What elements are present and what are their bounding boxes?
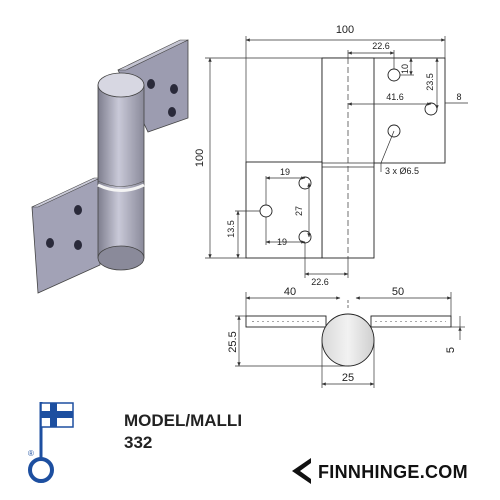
model-info: MODEL/MALLI 332 (124, 410, 242, 454)
lower-leaf-hole-icon (74, 205, 82, 215)
upper-leaf-hole-icon (147, 79, 155, 89)
dim-knuckle-diameter: 25 (342, 372, 354, 384)
upper-leaf-hole-icon (170, 84, 178, 94)
dim-hole-edge: 8 (456, 92, 461, 102)
hinge-3d-illustration (31, 39, 189, 294)
hole-icon (259, 204, 273, 218)
registered-mark: ® (28, 449, 34, 458)
brand-name: FINNHINGE.COM (318, 462, 468, 482)
lower-leaf (31, 177, 101, 294)
lower-leaf-hole-icon (74, 240, 82, 250)
top-view: 40 50 25.5 5 25 (227, 286, 465, 388)
dim-knuckle-height: 25.5 (227, 331, 239, 352)
upper-leaf-hole-icon (168, 107, 176, 117)
dim-lower-hole-top: 19 (280, 167, 290, 177)
hole-icon (424, 102, 438, 116)
dim-leaf-right: 50 (392, 286, 404, 298)
dim-hole-x-offset: 22.6 (372, 41, 390, 51)
dim-overall-width: 100 (336, 24, 354, 36)
top-left-leaf (245, 315, 327, 328)
dim-lower-offset: 22.6 (311, 277, 329, 287)
front-view: 100 22.6 10 23.5 41.6 8 3 x Ø6.5 100 19 (194, 24, 468, 287)
dim-hole-spacing: 23.5 (425, 73, 435, 91)
model-number: 332 (124, 433, 153, 452)
dim-holes: 3 x Ø6.5 (385, 166, 419, 176)
dim-overall-height: 100 (194, 149, 206, 167)
finnhinge-arrow-icon (292, 458, 311, 484)
lower-leaf-hole-icon (46, 238, 54, 248)
dim-hole-from-pin: 41.6 (386, 92, 404, 102)
hinge-pin (97, 84, 145, 259)
model-label: MODEL/MALLI (124, 411, 243, 430)
dim-hole-pitch: 10 (400, 64, 410, 74)
top-knuckle (321, 313, 375, 367)
dim-leaf-left: 40 (284, 286, 296, 298)
finnhinge-key-logo: ® (28, 402, 74, 483)
dim-lower-hole-gap: 27 (294, 206, 304, 216)
hole-icon (387, 68, 401, 82)
dim-lower-hole-edge: 13.5 (226, 220, 236, 238)
dim-leaf-thickness: 5 (445, 347, 457, 353)
dim-lower-hole-bottom: 19 (277, 237, 287, 247)
